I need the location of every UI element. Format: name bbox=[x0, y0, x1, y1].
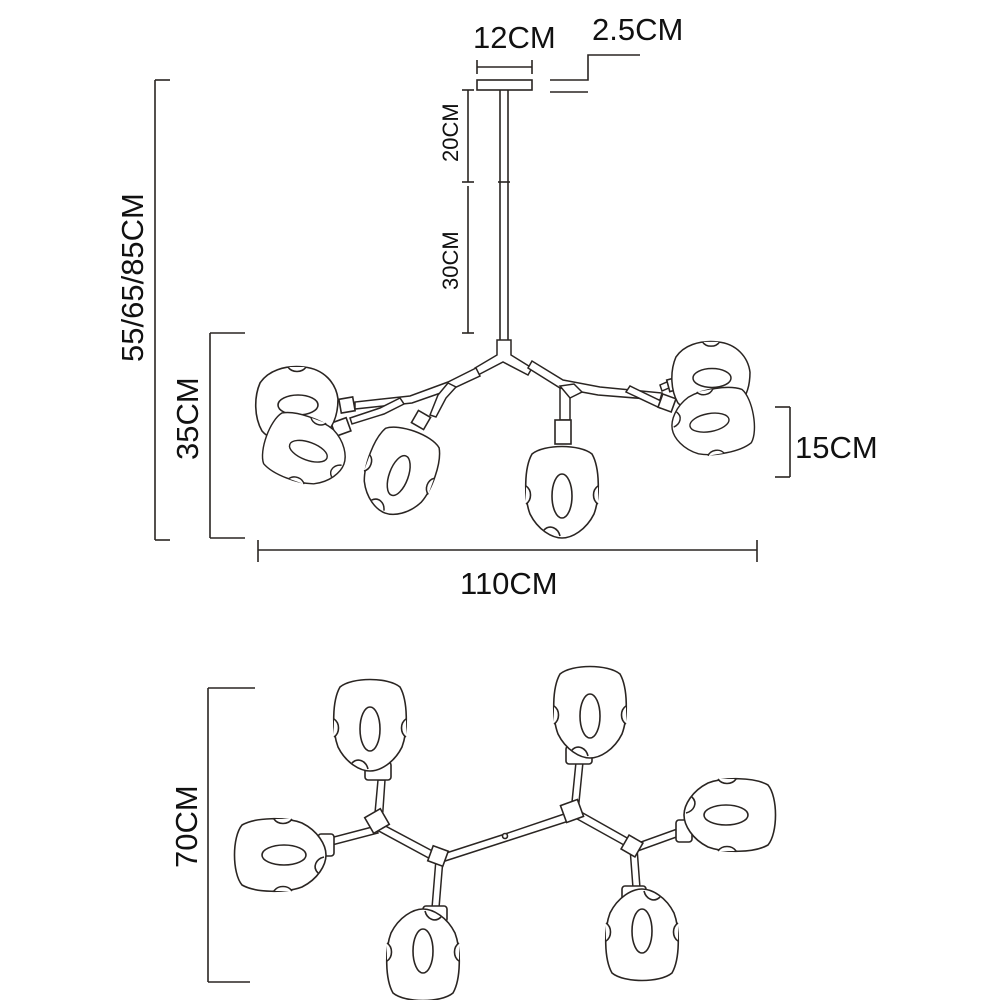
total-width-label: 110CM bbox=[460, 566, 558, 601]
plan-shade-6 bbox=[604, 888, 680, 982]
plan-shade-2 bbox=[233, 817, 327, 893]
shade-4 bbox=[524, 445, 600, 539]
total-height-label: 55/65/85CM bbox=[115, 193, 150, 362]
left-arm bbox=[354, 366, 482, 410]
canopy-width-label: 12CM bbox=[473, 20, 556, 55]
plan-shade-4 bbox=[552, 665, 628, 759]
canopy-height-line bbox=[550, 54, 640, 81]
shade-3 bbox=[351, 418, 448, 526]
center-hub bbox=[474, 339, 534, 377]
ceiling-canopy bbox=[476, 79, 533, 91]
rod-lower-label: 30CM bbox=[438, 231, 463, 290]
elevation-view: 12CM 2.5CM 20CM 30CM 55/65/85CM 35CM 15C… bbox=[115, 12, 878, 601]
depth-label: 70CM bbox=[169, 785, 204, 868]
body-height-label: 35CM bbox=[170, 377, 205, 460]
rod-upper-label: 20CM bbox=[438, 103, 463, 162]
plan-view: 70CM bbox=[169, 665, 777, 1000]
plan-shade-1 bbox=[332, 678, 408, 772]
canopy-height-label: 2.5CM bbox=[592, 12, 683, 47]
plan-shade-3 bbox=[385, 908, 461, 1000]
plan-shade-5 bbox=[683, 777, 777, 853]
shade-height-label: 15CM bbox=[795, 430, 878, 465]
